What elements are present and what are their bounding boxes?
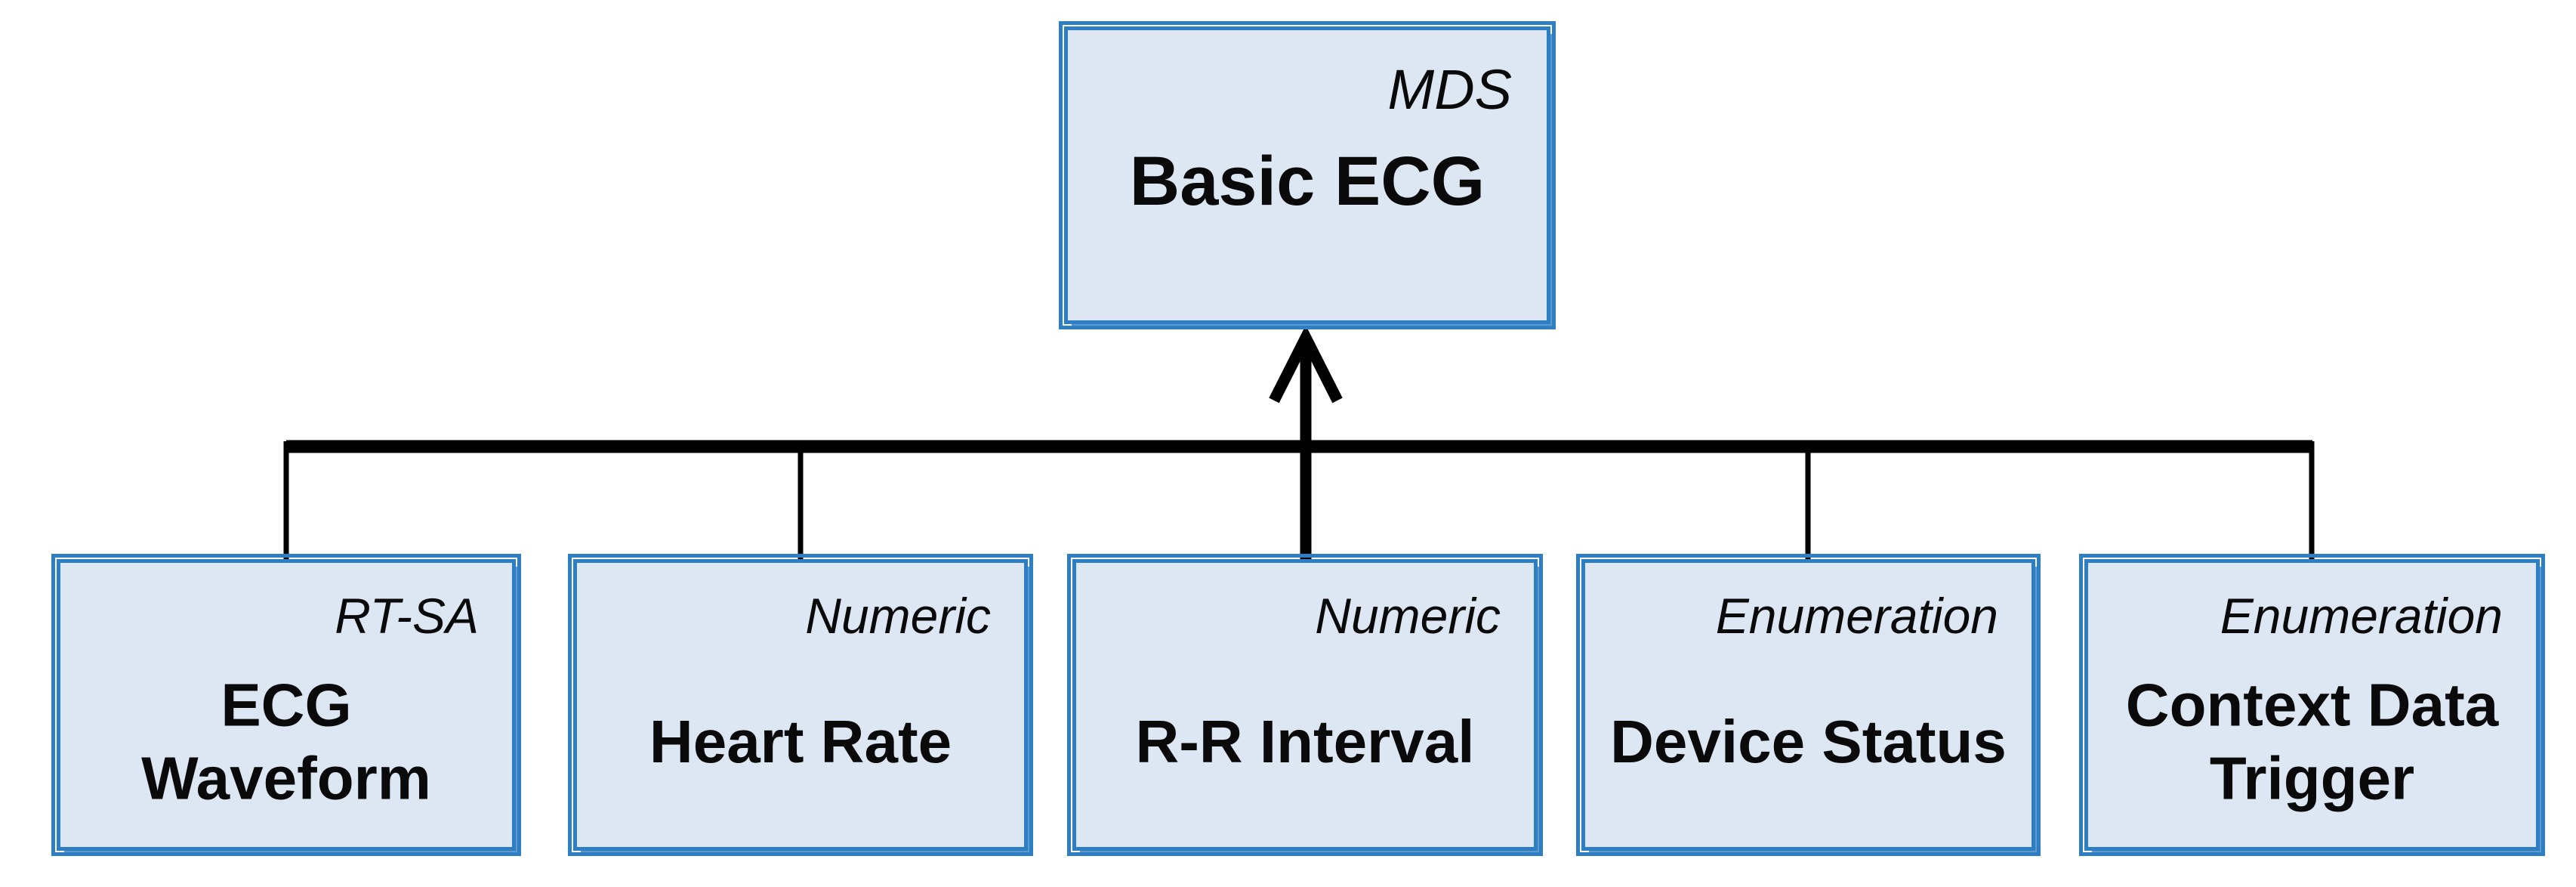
node-title: Heart Rate — [649, 708, 952, 776]
node-basic-ecg: MDS Basic ECG — [1059, 21, 1556, 329]
node-type-tag: MDS — [1387, 58, 1512, 121]
node-title: Basic ECG — [1129, 142, 1485, 220]
node-type-tag: Enumeration — [2220, 588, 2503, 644]
node-title: Device Status — [1610, 708, 2007, 776]
node-ecg-waveform: RT-SA ECG Waveform — [51, 554, 521, 856]
node-title: Context Data Trigger — [2125, 671, 2499, 812]
node-title: ECG Waveform — [141, 671, 431, 812]
arrowhead-icon — [1269, 325, 1343, 403]
node-title: R-R Interval — [1135, 708, 1475, 776]
node-device-status: Enumeration Device Status — [1576, 554, 2041, 856]
node-rr-interval: Numeric R-R Interval — [1067, 554, 1543, 856]
node-context-data-trigger: Enumeration Context Data Trigger — [2079, 554, 2545, 856]
node-type-tag: Enumeration — [1715, 588, 1998, 644]
node-type-tag: Numeric — [805, 588, 991, 644]
node-type-tag: Numeric — [1315, 588, 1501, 644]
node-heart-rate: Numeric Heart Rate — [568, 554, 1033, 856]
node-type-tag: RT-SA — [335, 588, 479, 644]
